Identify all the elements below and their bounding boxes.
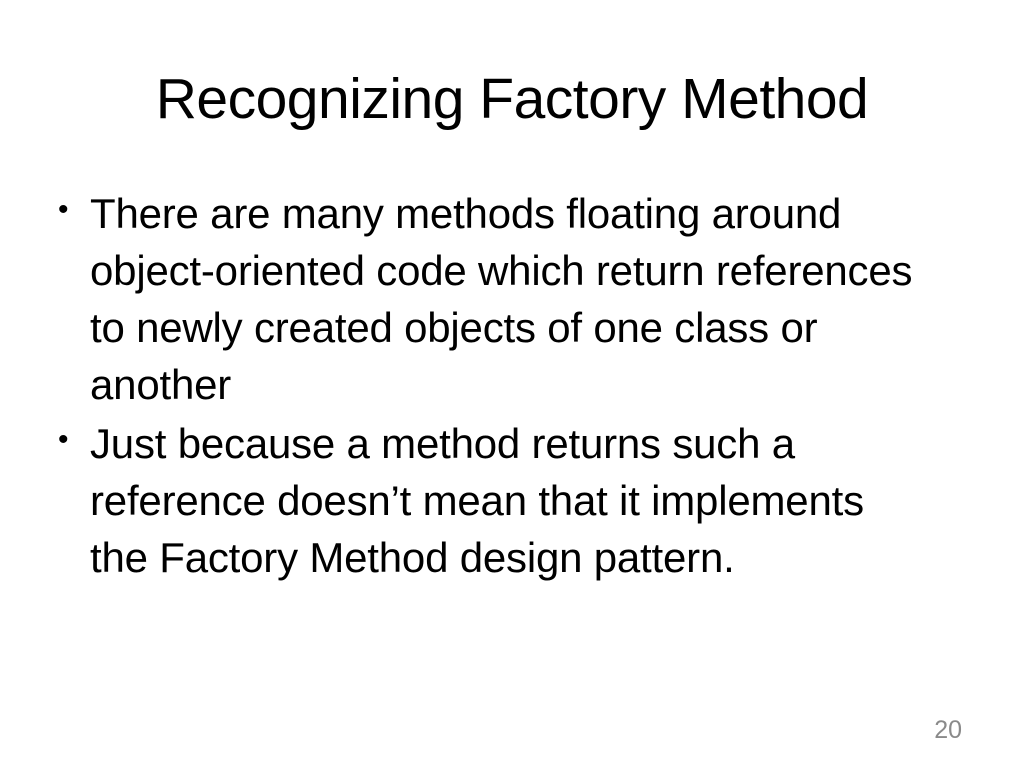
bullet-icon: • [58,423,69,456]
bullet-text: Just because a method returns such a ref… [90,420,864,581]
bullet-text: There are many methods floating around o… [90,190,913,408]
bullet-item: • There are many methods floating around… [54,185,970,413]
slide-title: Recognizing Factory Method [155,67,869,131]
bullet-item: • Just because a method returns such a r… [54,415,970,586]
slide-body: • There are many methods floating around… [54,185,970,586]
page-number: 20 [934,716,962,744]
bullet-icon: • [58,193,69,226]
